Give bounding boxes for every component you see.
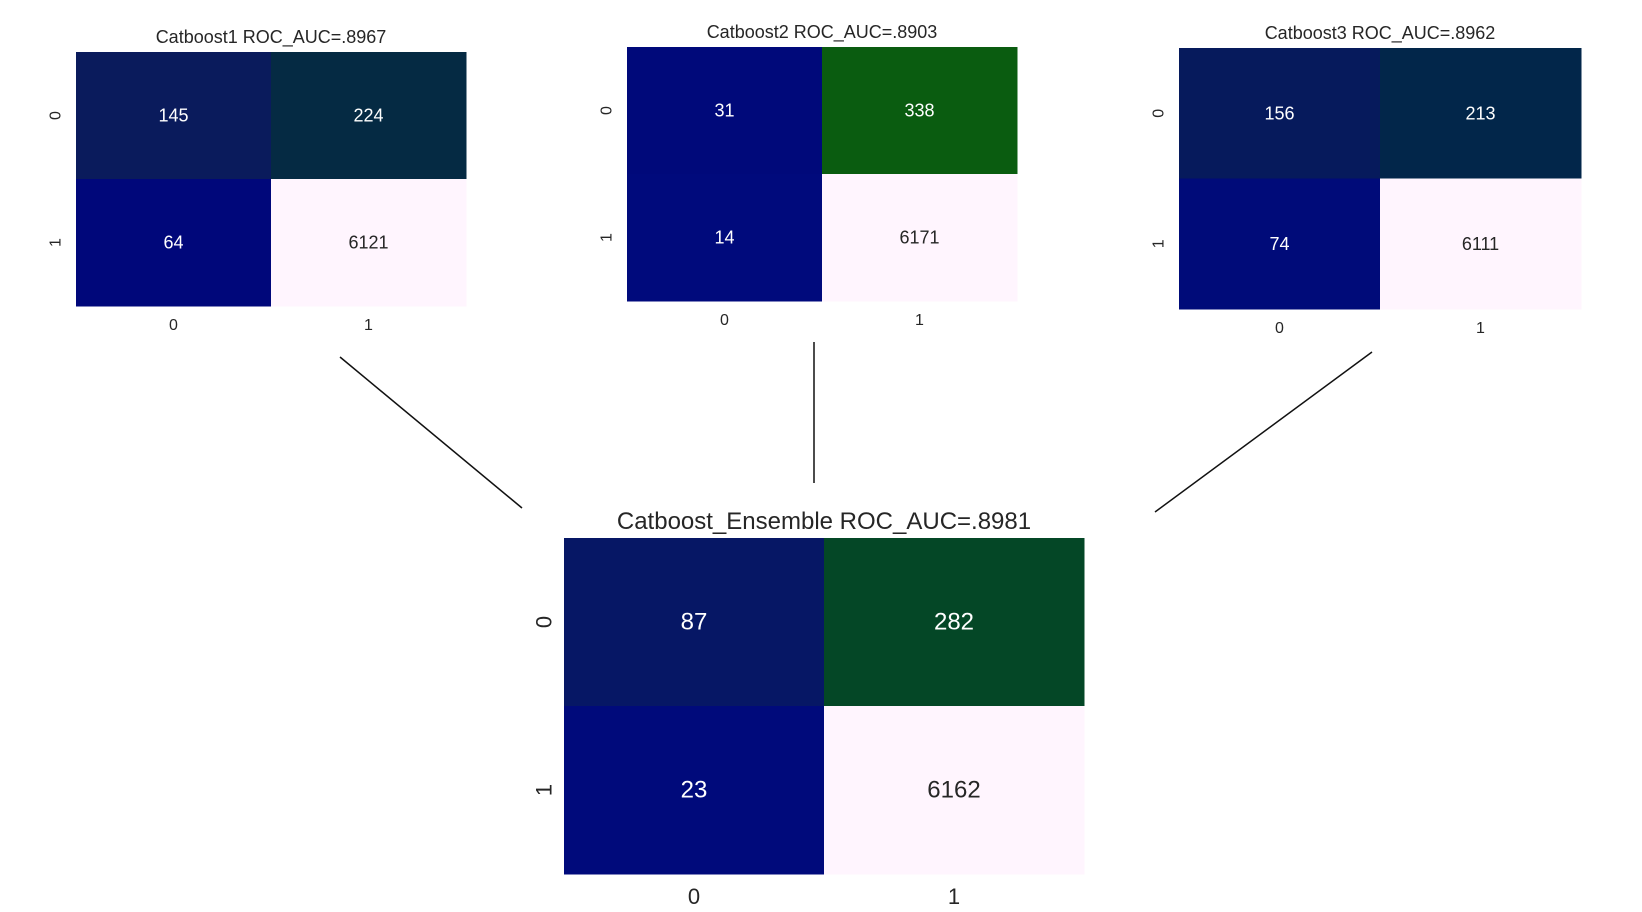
heatmap-panel-4: Catboost_Ensemble ROC_AUC=.8981 87 282 23 61… [532, 508, 1085, 909]
cell-value-label: 87 [681, 609, 708, 636]
heatmap-cell [1179, 178, 1381, 310]
col-tick-label: 0 [720, 312, 729, 329]
heatmap-panel-3: Catboost3 ROC_AUC=.8962 156 213 74 6111 0 1 0 1 [1151, 23, 1582, 337]
cell-value-label: 14 [714, 228, 734, 248]
col-tick-label: 0 [688, 884, 700, 909]
heatmap-cell [822, 47, 1018, 175]
cell-value-label: 23 [681, 777, 708, 804]
heatmap-cell [822, 174, 1018, 302]
cell-value-label: 145 [158, 106, 188, 126]
heatmap-cell [76, 52, 272, 180]
heatmap-cell [824, 538, 1085, 707]
cell-value-label: 6121 [348, 233, 388, 253]
heatmap-cell [564, 706, 825, 875]
heatmap-cell [271, 52, 467, 180]
row-tick-label: 0 [1151, 109, 1168, 118]
col-tick-label: 1 [915, 312, 924, 329]
cell-value-label: 282 [934, 609, 974, 636]
heatmap-title: Catboost_Ensemble ROC_AUC=.8981 [617, 508, 1031, 535]
col-tick-label: 1 [1476, 320, 1485, 337]
col-tick-label: 0 [169, 317, 178, 334]
heatmap-cell [1380, 178, 1582, 310]
heatmap-cell [76, 179, 272, 307]
heatmap-panel-2: Catboost2 ROC_AUC=.8903 31 338 14 6171 0 1 0 1 [599, 22, 1018, 329]
row-tick-label: 1 [599, 233, 616, 242]
cell-value-label: 338 [904, 101, 934, 121]
cell-value-label: 156 [1264, 103, 1294, 123]
row-tick-label: 0 [48, 111, 65, 120]
heatmap-cell [627, 47, 823, 175]
row-tick-label: 0 [532, 616, 557, 628]
cell-value-label: 31 [714, 101, 734, 121]
col-tick-label: 1 [948, 884, 960, 909]
heatmap-title: Catboost3 ROC_AUC=.8962 [1265, 23, 1496, 44]
heatmap-cell [1179, 48, 1381, 179]
heatmap-cell [271, 179, 467, 307]
heatmap-panel-1: Catboost1 ROC_AUC=.8967 145 224 64 6121 0 1 0 1 [48, 27, 467, 334]
col-tick-label: 0 [1275, 320, 1284, 337]
connector-line [1154, 351, 1373, 513]
cell-value-label: 224 [353, 106, 383, 126]
cell-value-label: 6162 [927, 777, 980, 804]
heatmap-cell [824, 706, 1085, 875]
heatmap-title: Catboost1 ROC_AUC=.8967 [156, 27, 387, 48]
cell-value-label: 6111 [1462, 234, 1499, 254]
heatmap-cell [564, 538, 825, 707]
cell-value-label: 6171 [899, 228, 939, 248]
heatmap-cell [1380, 48, 1582, 179]
cell-value-label: 64 [163, 233, 183, 253]
cell-value-label: 213 [1465, 103, 1495, 123]
row-tick-label: 0 [599, 106, 616, 115]
row-tick-label: 1 [48, 238, 65, 247]
cell-value-label: 74 [1269, 234, 1289, 254]
connector-lines [339, 342, 1373, 513]
row-tick-label: 1 [532, 784, 557, 796]
connector-line [339, 356, 523, 509]
heatmap-cell [627, 174, 823, 302]
row-tick-label: 1 [1151, 239, 1168, 248]
heatmap-title: Catboost2 ROC_AUC=.8903 [707, 22, 938, 43]
col-tick-label: 1 [364, 317, 373, 334]
